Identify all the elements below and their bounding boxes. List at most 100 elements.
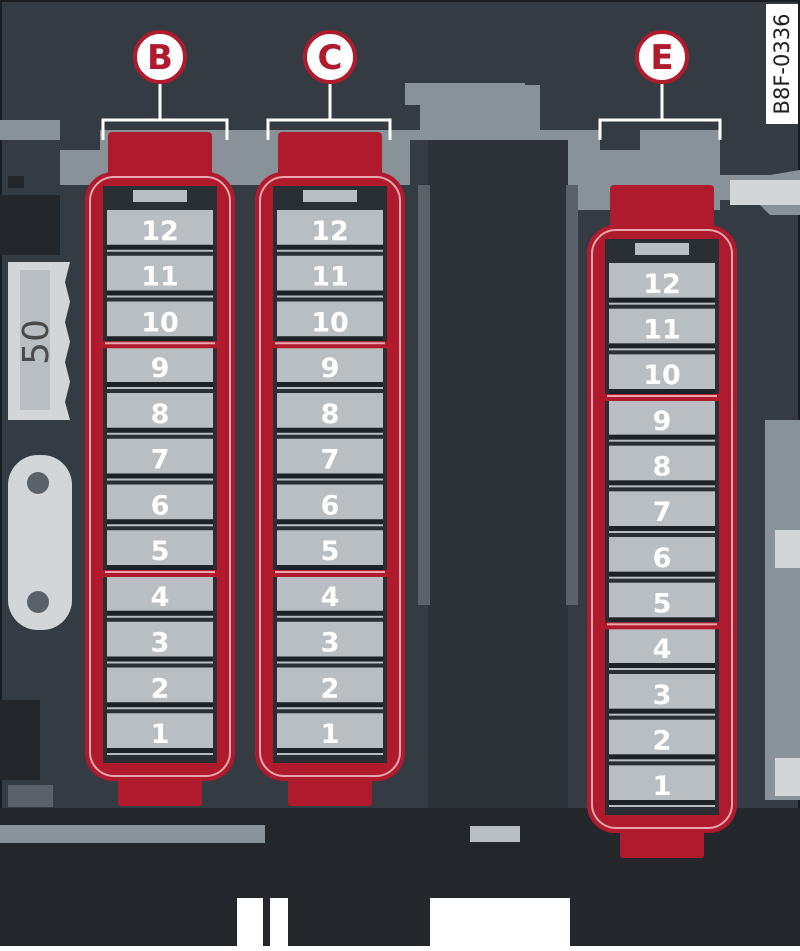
fuse-slot-number: 5 [653, 589, 672, 620]
fuse-slot: 5 [107, 530, 213, 572]
fuse-slot-band [277, 427, 383, 433]
holder-bottom-cap [118, 771, 202, 806]
fuse-slot-number: 1 [151, 719, 170, 750]
fuse-slot: 7 [609, 491, 715, 533]
group-divider-highlight [105, 342, 215, 345]
fuse-slot: 3 [277, 621, 383, 664]
fuse-slot: 4 [107, 576, 213, 618]
group-divider [603, 394, 721, 401]
fuse-slot: 4 [609, 628, 715, 670]
holder-latch [133, 190, 187, 202]
fuse-slot-number: 9 [653, 406, 672, 437]
fuse-slot-band [609, 343, 715, 349]
right-tab-upper [775, 530, 800, 568]
fuse-slot-band [609, 480, 715, 486]
fuse-slot-number: 11 [311, 262, 349, 293]
fuse-slot-number: 5 [321, 536, 340, 567]
fuse-slot-number: 6 [653, 543, 672, 574]
fuse-slot: 6 [277, 484, 383, 527]
fuse-slot: 7 [107, 438, 213, 481]
fuse-slot: 10 [107, 301, 213, 344]
fuse-slot: 8 [107, 393, 213, 435]
fuse-slot-number: 2 [151, 673, 170, 704]
left-connector-nub [8, 176, 24, 188]
fuse-slot-number: 2 [653, 726, 672, 757]
fuse-slot-band [609, 663, 715, 668]
fuse-slot-band [609, 617, 715, 623]
fuse-slot: 9 [609, 400, 715, 442]
fuse-slot: 5 [609, 582, 715, 625]
center-channel-rail-left [418, 185, 430, 605]
block-label-circle [635, 30, 689, 84]
fuse-slot-number: 4 [151, 582, 170, 613]
fuse-slot-number: 10 [311, 307, 349, 338]
fuse-slot: 12 [277, 210, 383, 252]
fuse-slot-band [107, 748, 213, 753]
fuse-slot-band [609, 297, 715, 303]
fuse-slot-band [107, 610, 213, 616]
fuse-slot-number: 6 [151, 490, 170, 521]
fuse-slot-number: 3 [321, 628, 340, 659]
maxi-fuse-rating: 50 [16, 319, 57, 365]
fuse-slot-band [609, 389, 715, 394]
fuse-slot-band [107, 427, 213, 433]
fuse-slot-number: 12 [311, 216, 349, 247]
fuse-slot: 3 [107, 621, 213, 664]
fuse-slot: 9 [277, 347, 383, 389]
lower-base-strip [0, 825, 265, 843]
holder-top-cap [108, 132, 212, 180]
fuse-slot-band [277, 382, 383, 387]
fuse-slot-number: 5 [151, 536, 170, 567]
left-lower-block [0, 700, 40, 780]
fuse-slot-number: 8 [653, 452, 672, 483]
fuse-slot-band [107, 382, 213, 387]
fuse-slot-band [609, 571, 715, 577]
fuse-slot: 2 [277, 667, 383, 710]
group-divider [101, 570, 219, 577]
group-divider-highlight [607, 395, 717, 397]
fuse-slot-band [277, 290, 383, 296]
holder-inner-outline [89, 176, 231, 777]
left-connector-block [0, 195, 60, 255]
fuse-slot-band [107, 519, 213, 525]
fuse-slot-number: 3 [653, 680, 672, 711]
fuse-slot-band [609, 526, 715, 531]
fuse-slot: 11 [107, 255, 213, 298]
block-label-circle [133, 30, 187, 84]
reference-code-box: B8F-0336 [766, 4, 798, 124]
fuse-slot: 10 [609, 354, 715, 396]
bracket-screw-bottom [27, 591, 49, 613]
holder-inner-outline [591, 229, 733, 829]
fuse-slot: 12 [107, 210, 213, 252]
fuse-slot-band [277, 244, 383, 250]
fuse-slot: 4 [277, 576, 383, 618]
center-channel [428, 140, 568, 810]
fuse-slot-number: 1 [653, 771, 672, 802]
fuse-slot-band [277, 519, 383, 525]
fuse-slot-band [107, 656, 213, 662]
group-divider-highlight [275, 571, 385, 573]
lower-base-tab [470, 826, 520, 842]
center-channel-rail-right [566, 185, 578, 605]
fuse-slot-band [277, 336, 383, 342]
fuse-slot-number: 9 [151, 353, 170, 384]
fuse-blocks: 121110987654321B121110987654321C12111098… [85, 30, 737, 858]
group-divider [271, 341, 389, 349]
group-divider-highlight [275, 342, 385, 345]
fuse-slot: 2 [609, 719, 715, 762]
fuse-slot: 12 [609, 263, 715, 305]
fuse-slot-number: 12 [643, 269, 681, 300]
fuse-slot-number: 8 [151, 399, 170, 430]
bracket-screw-top [27, 472, 49, 494]
fuse-slot: 1 [277, 713, 383, 755]
fuse-slot: 7 [277, 438, 383, 481]
fuse-slot-number: 9 [321, 353, 340, 384]
right-tab-lower [775, 758, 800, 796]
fuse-slot-band [277, 748, 383, 753]
fuse-slot-number: 3 [151, 628, 170, 659]
holder-bottom-cap [620, 823, 704, 858]
fuse-slot-band [277, 473, 383, 479]
fuse-slot-band [277, 702, 383, 708]
block-label: C [318, 38, 343, 78]
